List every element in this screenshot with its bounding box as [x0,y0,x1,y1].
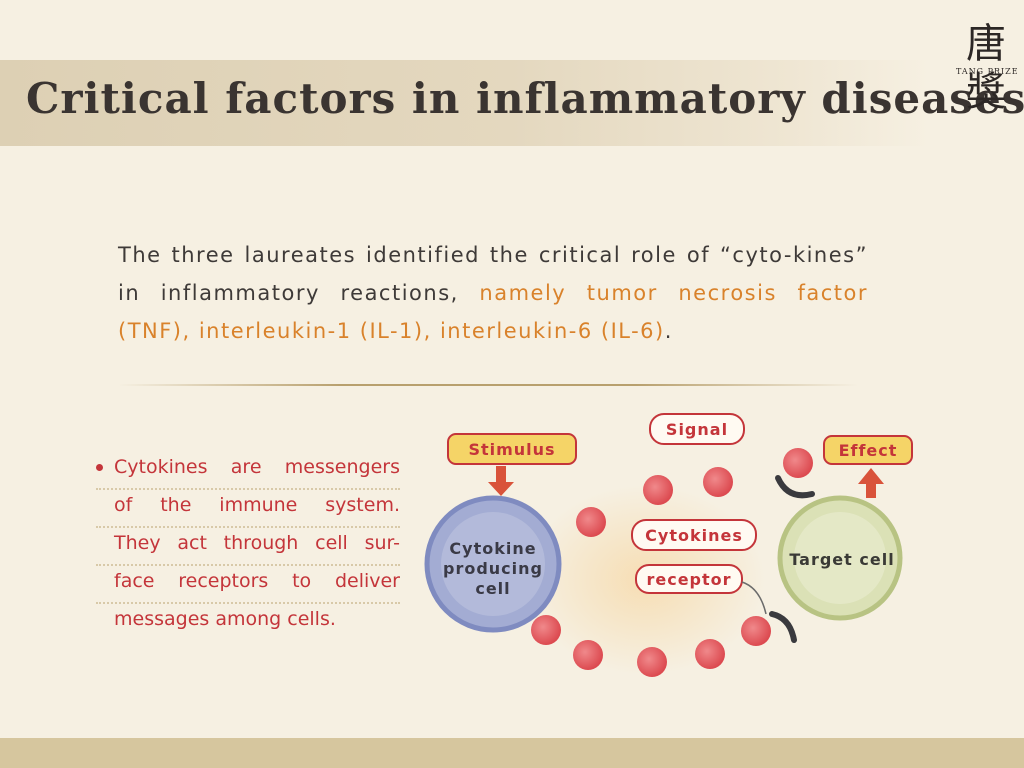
cytokine-dot [741,616,771,646]
cytokine-dot [637,647,667,677]
stimulus-label-box [447,433,577,465]
bottom-band [0,738,1024,768]
receptor-bottom [769,611,797,643]
cytokine-dot [576,507,606,537]
bullet-text: messages among cells. [114,608,336,630]
signal-label: Signal [666,420,728,439]
receptor-top [775,475,815,499]
producing-cell-label-1: Cytokine [449,539,536,558]
effect-label-box [823,435,913,465]
cytokine-dot [695,639,725,669]
target-cell-inner [794,512,886,604]
intro-text: The three laureates identified the criti… [118,243,868,305]
receptor-label-box [635,564,743,594]
producing-cell-inner [441,512,545,616]
cytokine-diagram: Cytokine producing cell Target cell Stim… [424,413,913,677]
bullet-text: They act through cell sur- [114,532,400,554]
cytokine-dot [643,475,673,505]
bullet-line: of the immune system. [96,490,400,528]
bullet-line: Cytokines are messengers [96,452,400,490]
stimulus-label: Stimulus [468,440,555,459]
bullet-text: of the immune system. [114,494,400,516]
page-title: Critical factors in inflammatory disease… [26,74,1024,123]
cytokine-dot [783,448,813,478]
bullet-text: face receptors to deliver [114,570,400,592]
effect-label: Effect [839,441,898,460]
bullet-line: They act through cell sur- [96,528,400,566]
bullet-dot [96,464,103,471]
cytokines-label-box [631,519,757,551]
intro-highlight: namely tumor necrosis factor (TNF), inte… [118,281,868,343]
signal-label-box [649,413,745,445]
logo-char-top: 唐 [966,21,1006,67]
producing-cell-label-3: cell [475,579,510,598]
bullet-list: Cytokines are messengers of the immune s… [96,452,400,642]
receptor-label: receptor [646,570,731,589]
cytokine-dot [703,467,733,497]
intro-paragraph: The three laureates identified the criti… [118,236,868,350]
title-band [0,60,930,146]
receptor-pointer-line [741,581,767,615]
bullet-text: Cytokines are messengers [114,456,400,478]
logo-text: TANG PRIZE [956,67,1019,76]
cytokine-dots [531,448,813,677]
cytokine-dot [531,615,561,645]
stimulus-arrow [488,466,514,496]
effect-arrow [858,468,884,498]
tang-prize-logo: 唐 TANG PRIZE 獎 [950,21,1019,122]
cytokine-dot [573,640,603,670]
intro-end: . [664,319,673,343]
bullet-line: face receptors to deliver [96,566,400,604]
bullet-line: messages among cells. [96,604,400,642]
cytokines-label: Cytokines [645,526,743,545]
target-cell-label: Target cell [789,550,894,569]
divider [118,384,858,386]
producing-cell-label-2: producing [443,559,543,578]
logo-char-bottom: 獎 [966,69,1006,115]
